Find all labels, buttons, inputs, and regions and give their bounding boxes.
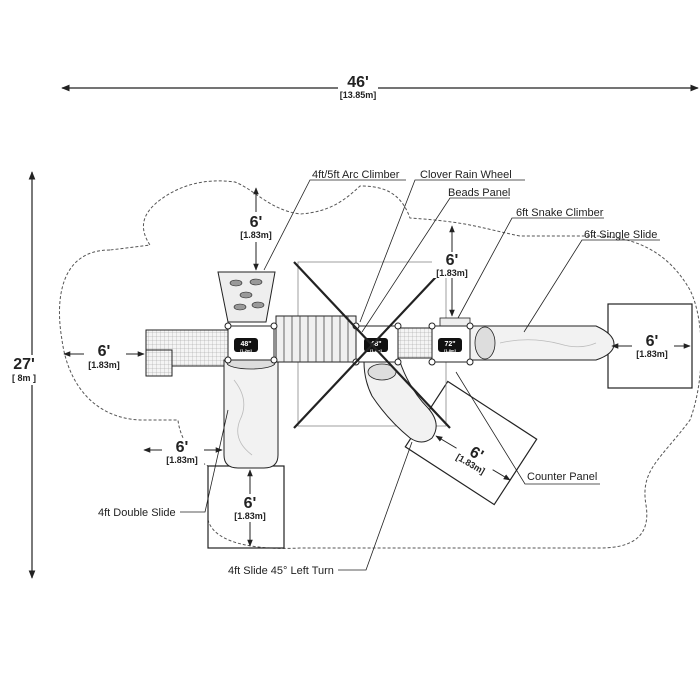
overall-width-m: [13.85m] [340,90,377,100]
arc-climber [217,271,276,323]
dim-snake-ft: 6' [446,252,459,269]
label-snake-climber: 6ft Snake Climber [516,207,604,219]
overall-depth-m: [ 8m ] [12,373,36,383]
overall-width-ft: 46' [347,74,369,91]
snake-climber [439,317,471,327]
double-slide [223,356,279,469]
dim-snake: 6' [1.83m] [432,225,474,317]
dim-left-ft: 6' [98,343,111,360]
label-clover-rain-wheel: Clover Rain Wheel [420,169,512,181]
overall-depth-ft: 27' [13,356,35,373]
label-counter-panel: Counter Panel [527,471,597,483]
dim-double-slide-side-ft: 6' [176,439,189,456]
dim-left: 6' [1.83m] [63,342,145,370]
dim-snake-m: [1.83m] [436,268,468,278]
deck-2-height: 48" [370,341,381,348]
deck-3-metric: [1.8m] [444,348,456,353]
deck-1: 48" [1.2m] [224,322,278,364]
deck-1-metric: [1.2m] [240,348,252,353]
label-double-slide: 4ft Double Slide [98,507,176,519]
dim-right-ft: 6' [646,333,659,350]
turn-slide [363,361,437,443]
dim-right-m: [1.83m] [636,349,668,359]
beads-panel [397,327,433,359]
bridge [275,315,357,363]
dim-left-m: [1.83m] [88,360,120,370]
dim-right: 6' [1.83m] [611,332,691,360]
dim-double-slide-exit-m: [1.83m] [234,511,266,521]
deck-3-height: 72" [444,341,455,348]
roof-cross-supports [293,261,451,429]
dim-double-slide-exit: 6' [1.83m] [228,469,272,547]
dim-double-slide-side: 6' [1.83m] [143,438,223,466]
label-arc-climber: 4ft/5ft Arc Climber [312,169,400,181]
overall-width-dimension: 46' [13.85m] [61,74,699,103]
dim-double-slide-exit-ft: 6' [244,495,257,512]
dim-top-m: [1.83m] [240,230,272,240]
deck-1-height: 48" [240,341,251,348]
label-turn-slide: 4ft Slide 45° Left Turn [228,565,334,577]
deck-2: 48" [1.2m] [352,322,402,366]
dim-top: 6' [1.83m] [234,187,280,271]
left-crawl-panel [145,329,231,377]
label-beads-panel: Beads Panel [448,187,510,199]
dim-top-ft: 6' [250,214,263,231]
dim-double-slide-side-m: [1.83m] [166,455,198,465]
overall-depth-dimension: 27' [ 8m ] [10,171,42,579]
label-single-slide: 6ft Single Slide [584,229,657,241]
single-slide [469,325,615,361]
use-zone-outline [59,180,700,549]
deck-3: 72" [1.8m] [428,322,474,366]
callout-leaders [180,179,660,571]
